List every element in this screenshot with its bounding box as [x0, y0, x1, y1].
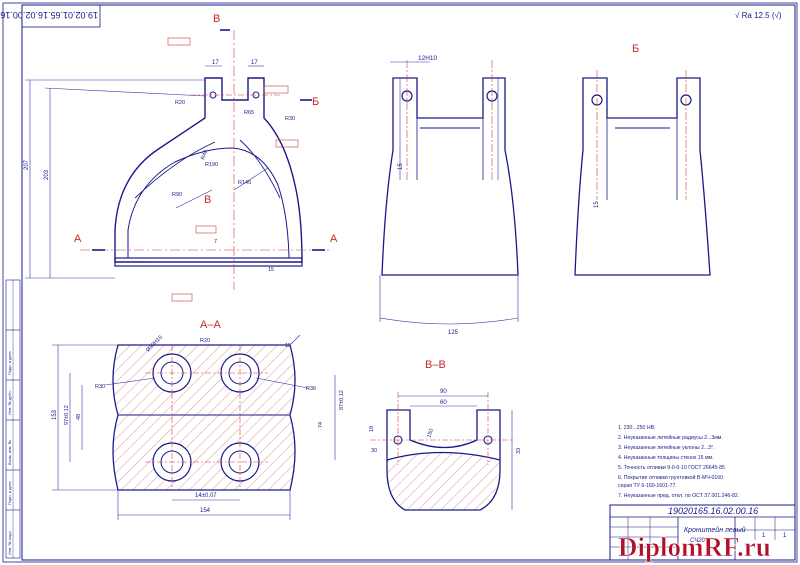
watermark-logo: DiplomRF.ru	[618, 532, 771, 562]
top-code-box: 19.02.01.65.16.02.00.16	[0, 4, 101, 28]
dim-14x: 14±0.07	[195, 493, 217, 499]
part-material: СЧ20	[690, 538, 705, 544]
dim-17b: 17	[251, 60, 258, 66]
section-aa-title: А–А	[200, 319, 221, 331]
dim-15b: 15	[398, 163, 404, 170]
dim-r30: R30	[285, 116, 295, 122]
dim-33: 33	[516, 448, 522, 454]
dim-7: 7	[214, 239, 217, 245]
dim-15c: 15	[594, 201, 600, 208]
side-view: 12Н10 15 125	[379, 55, 519, 336]
note-5: 6. Покрытие отливки грунтовкой В-МЧ-0160	[618, 474, 723, 481]
dim-154: 154	[200, 508, 211, 514]
dim-12h10: 12Н10	[418, 55, 438, 62]
main-view: А А В В Б 207 203 17 17 R20 R30 R40 R65 …	[24, 13, 338, 302]
side-label-0: Инв. № подл.	[7, 530, 12, 555]
title-block: 19020165.16.02.00.16 Кронштейн левый СЧ2…	[609, 504, 796, 561]
dim-153: 153	[52, 409, 58, 420]
view-b-title: Б	[632, 43, 639, 55]
dim-r150: 150	[426, 428, 435, 439]
side-label-1: Подп. и дата	[7, 481, 12, 505]
dim-125: 125	[448, 330, 459, 336]
note-0: 1. 230...250 НВ.	[618, 425, 656, 431]
part-name: Кронштейн левый	[684, 526, 746, 534]
note-1: 2. Неуказанные литейные радиусы 2...3мм.	[618, 434, 723, 441]
cut-a-right: А	[330, 233, 338, 245]
note-4: 5. Точность отливки 9-0-0-10 ГОСТ 26645-…	[618, 465, 725, 471]
note-7: 7. Неуказанные пред. откл. по ОСТ 37.001…	[618, 493, 739, 499]
note-3: 4. Неуказанные толщины стенок 15 мм.	[618, 455, 714, 461]
inner-frame	[21, 4, 796, 561]
dim-48: 48	[76, 414, 82, 420]
dim-r20: R20	[175, 100, 185, 106]
sheet-count: 1	[783, 533, 787, 539]
dim-r65: R65	[244, 110, 254, 116]
dim-15a: 15	[268, 267, 274, 273]
cut-v-top: В	[213, 13, 220, 25]
dim-60: 60	[440, 400, 447, 406]
dim-203: 203	[44, 169, 50, 180]
dim-17a: 17	[212, 60, 219, 66]
dim-30: 30	[371, 448, 377, 454]
dim-r90: R90	[172, 192, 182, 198]
section-aa: А–А 154 14±0.07 153 97±0.12	[52, 319, 345, 520]
dim-207: 207	[24, 159, 30, 170]
view-b: Б 15	[574, 43, 711, 276]
dim-74: 74	[318, 422, 324, 428]
dim-r30-aa: R30	[95, 384, 105, 390]
dim-r40: R40	[200, 149, 209, 161]
cut-a-left: А	[74, 233, 82, 245]
dim-90: 90	[440, 389, 447, 395]
dim-r190: R190	[205, 162, 218, 168]
sheet-number: 1	[762, 533, 766, 539]
note-2: 3. Неуказанные литейные уклоны 2...3°.	[618, 444, 715, 451]
cut-b: Б	[312, 96, 319, 108]
side-label-3: Инв. № дубл.	[7, 390, 12, 415]
roughness-note: √ Ra 12.5 (√)	[735, 11, 782, 20]
cut-v-bottom: В	[204, 194, 211, 206]
dim-15-aa: 15	[285, 343, 291, 349]
dim-18: 18	[369, 426, 375, 432]
dim-87: 87±0.12	[339, 390, 345, 410]
left-margin-boxes: Инв. № подл. Подп. и дата Взам. инв. № И…	[5, 279, 21, 559]
section-bb: В–В 90 60 30 18 33 150	[369, 359, 522, 511]
note-6: серая ТУ 6-160-1601-77.	[618, 483, 677, 489]
side-label-2: Взам. инв. №	[7, 440, 12, 465]
dim-97: 97±0.12	[64, 405, 70, 425]
side-label-4: Подп. и дата	[7, 351, 12, 375]
doc-code-top: 19.02.01.65.16.02.00.16	[0, 10, 98, 20]
dim-r20-aa: R20	[200, 338, 210, 344]
doc-code-stamp: 19020165.16.02.00.16	[668, 506, 758, 516]
section-bb-title: В–В	[425, 359, 446, 371]
dim-r36: R36	[306, 386, 316, 392]
technical-notes: 1. 230...250 НВ. 2. Неуказанные литейные…	[618, 425, 739, 499]
